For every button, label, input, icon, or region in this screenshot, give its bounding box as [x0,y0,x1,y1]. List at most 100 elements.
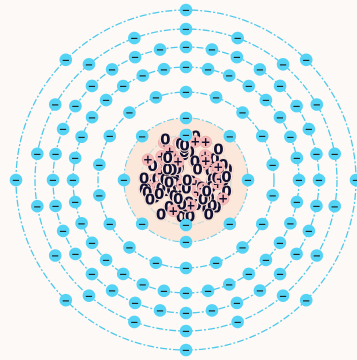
electron: − [310,249,323,262]
electron: − [328,147,341,160]
electron: − [303,123,316,136]
electron: − [256,130,269,143]
electron-charge-symbol: − [262,96,270,107]
electron-charge-symbol: − [279,60,287,71]
electron-charge-symbol: − [305,226,313,237]
electron-charge-symbol: − [120,176,128,187]
electron-charge-symbol: − [182,25,190,36]
electron: − [123,106,136,119]
electron: − [180,287,193,300]
proton: + [167,204,179,218]
electron-charge-symbol: − [226,219,234,230]
electron-charge-symbol: − [130,34,138,45]
electron-charge-symbol: − [182,238,190,249]
electron: − [57,123,70,136]
electron: − [49,148,62,161]
electron: − [231,32,244,45]
electron-charge-symbol: − [256,65,264,76]
electron: − [202,63,215,76]
electron-charge-symbol: − [313,100,321,111]
electron-charge-symbol: − [302,296,310,307]
electron: − [129,297,142,310]
electron-charge-symbol: − [160,286,168,297]
electron-charge-symbol: − [238,108,246,119]
proton: + [142,153,154,167]
electron: − [69,100,82,113]
electron: − [106,284,119,297]
electron-charge-symbol: − [108,286,116,297]
electron-charge-symbol: − [302,55,310,66]
electron-charge-symbol: − [258,220,266,231]
neutron: 0 [159,131,171,149]
electron-charge-symbol: − [88,238,96,249]
electron: − [75,130,88,143]
electron-charge-symbol: − [293,154,301,165]
electron-charge-symbol: − [292,249,300,260]
neutron-symbol: 0 [182,171,192,189]
electron: − [86,236,99,249]
electron: − [290,248,303,261]
electron-charge-symbol: − [51,150,59,161]
electron: − [47,174,60,187]
electron-charge-symbol: − [85,291,93,302]
electron: − [291,196,304,209]
electron-charge-symbol: − [88,82,96,93]
electron-charge-symbol: − [182,327,190,338]
electron: − [31,200,44,213]
electron-charge-symbol: − [182,63,190,74]
electron-charge-symbol: − [62,296,70,307]
neutron-symbol: 0 [156,206,166,224]
electron-charge-symbol: − [286,132,294,143]
electron-charge-symbol: − [156,306,164,317]
proton-charge-symbol: + [143,153,153,167]
electron-charge-symbol: − [312,202,320,213]
electron-charge-symbol: − [182,264,190,275]
electron: − [210,256,223,269]
electron: − [180,23,193,36]
electron-charge-symbol: − [71,154,79,165]
electron: − [180,4,193,17]
electron-charge-symbol: − [225,280,233,291]
electron-charge-symbol: − [125,108,133,119]
electron-charge-symbol: − [139,71,147,82]
electron: − [180,61,193,74]
electron-charge-symbol: − [106,220,114,231]
electron-charge-symbol: − [352,176,357,187]
electron-charge-symbol: − [244,176,252,187]
electron-charge-symbol: − [212,93,220,104]
electron-charge-symbol: − [156,45,164,56]
proton-charge-symbol: + [201,135,211,149]
electron-charge-symbol: − [245,82,253,93]
electron-charge-symbol: − [233,34,241,45]
electron: − [49,200,62,213]
electron-charge-symbol: − [152,93,160,104]
electron-charge-symbol: − [315,176,323,187]
electron-charge-symbol: − [331,149,339,160]
electron: − [75,217,88,230]
electron: − [136,69,149,82]
electron: − [123,241,136,254]
electron-charge-symbol: − [182,309,190,320]
electron: − [224,218,237,231]
electron: − [128,316,141,329]
electron-charge-symbol: − [62,55,70,66]
electron: − [49,98,62,111]
electron: − [350,174,357,187]
electron: − [180,41,193,54]
electron: − [86,268,99,281]
electron: − [274,268,287,281]
electron-charge-symbol: − [276,270,284,281]
electron-charge-symbol: − [131,298,139,309]
electron-charge-symbol: − [85,60,93,71]
electron-charge-symbol: − [276,82,284,93]
electron-charge-symbol: − [182,289,190,300]
electron-charge-symbol: − [88,270,96,281]
electron-charge-symbol: − [131,53,139,64]
electron-charge-symbol: − [268,160,276,171]
electron: − [103,130,116,143]
electron-charge-symbol: − [69,176,77,187]
electron: − [231,51,244,64]
electron: − [310,200,323,213]
neutron-symbol: 0 [201,182,211,200]
